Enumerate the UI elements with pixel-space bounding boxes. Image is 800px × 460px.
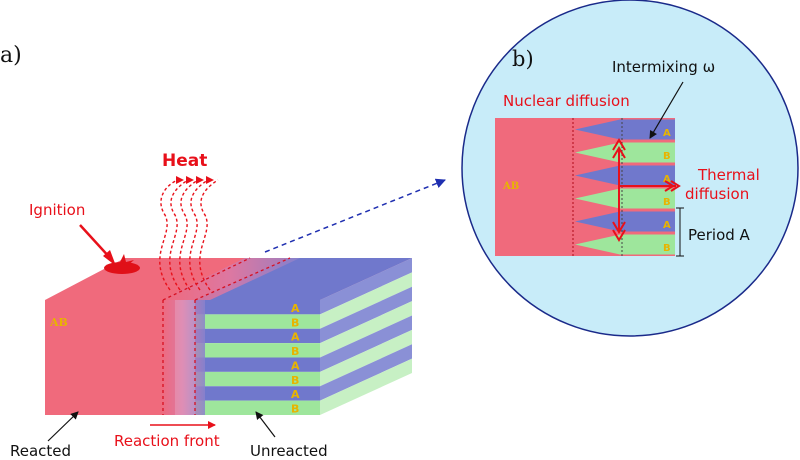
stack-side-face <box>320 258 412 415</box>
unreacted-label: Unreacted <box>250 442 328 460</box>
zoom-layer-label: B <box>663 243 671 254</box>
reaction-front-zone <box>160 300 205 415</box>
stack-layer-6 <box>195 371 320 387</box>
zoom-layer-4 <box>575 188 675 209</box>
panel-a-label: a) <box>0 43 22 68</box>
zoom-reacted-region <box>495 118 575 256</box>
unreacted-stack <box>45 257 412 415</box>
reaction-front-label: Reaction front <box>114 432 220 450</box>
reacted-label: Reacted <box>10 442 71 460</box>
stack-side-layer-8 <box>320 358 412 415</box>
zoom-connector <box>264 178 446 253</box>
panel-b-label: b) <box>512 47 534 71</box>
stack-layer-label: B <box>291 374 299 387</box>
stack-side-layer-1 <box>320 258 412 315</box>
stack-layer-2 <box>195 314 320 329</box>
stack-layer-3 <box>195 328 320 344</box>
unreacted-pointer <box>255 411 276 438</box>
zoom-contents <box>495 118 675 256</box>
stack-layer-label: A <box>291 388 300 401</box>
stack-side-layer-6 <box>320 329 412 387</box>
reacted-pointer <box>47 411 79 442</box>
intermixing-label: Intermixing ω <box>612 58 715 76</box>
stack-side-layer-4 <box>320 301 412 358</box>
stack-side-layer-3 <box>320 286 412 344</box>
stack-layer-5 <box>195 357 320 372</box>
stack-top-unreacted <box>195 258 412 300</box>
stack-layer-label: B <box>291 316 299 329</box>
stack-layer-label: A <box>291 331 300 344</box>
stack-side-layer-2 <box>320 272 412 329</box>
nuclear-diffusion-arrow <box>612 138 626 242</box>
heat-label: Heat <box>162 151 207 171</box>
nuclear-diffusion-label: Nuclear diffusion <box>503 92 630 110</box>
reacted-front-face <box>45 300 175 415</box>
stack-layer-8 <box>195 400 320 415</box>
zoom-layer-labels: A B A B A B <box>663 128 671 254</box>
reacted-ab-label: AB <box>49 316 68 329</box>
zoom-layers <box>575 118 675 256</box>
zoom-layer-label: B <box>663 197 671 208</box>
thermal-diffusion-line1: Thermal <box>697 166 760 184</box>
stack-layer-label: A <box>291 302 300 315</box>
zoom-layer-label: B <box>663 151 671 162</box>
intermixing-pointer <box>649 81 684 139</box>
zoom-layer-2 <box>575 142 675 163</box>
thermal-diffusion-arrow <box>619 180 681 192</box>
zoom-layer-label: A <box>663 128 671 139</box>
heat-arrowheads <box>176 176 214 184</box>
stack-layer-7 <box>195 386 320 401</box>
zoom-layer-3 <box>575 165 675 186</box>
stack-layer-4 <box>195 343 320 358</box>
stack-layer-label: B <box>291 345 299 358</box>
zoom-ab-label: AB <box>502 181 519 192</box>
zoom-layer-5 <box>575 211 675 232</box>
stack-side-layer-5 <box>320 315 412 372</box>
ignition-label: Ignition <box>29 201 85 219</box>
zoom-layer-label: A <box>663 174 671 185</box>
thermal-diffusion-line2: diffusion <box>685 185 749 203</box>
heat-waves <box>159 179 219 291</box>
period-bracket <box>676 207 684 257</box>
ignition-spot <box>104 262 140 274</box>
stack-layer-label: A <box>291 359 300 372</box>
zoom-layer-label: A <box>663 220 671 231</box>
stack-front-layers <box>195 300 320 415</box>
period-label: Period A <box>688 226 751 244</box>
stack-side-layer-7 <box>320 344 412 401</box>
stack-layer-1 <box>195 300 320 315</box>
stack-layer-label: B <box>291 403 299 416</box>
zoom-layer-6 <box>575 234 675 255</box>
